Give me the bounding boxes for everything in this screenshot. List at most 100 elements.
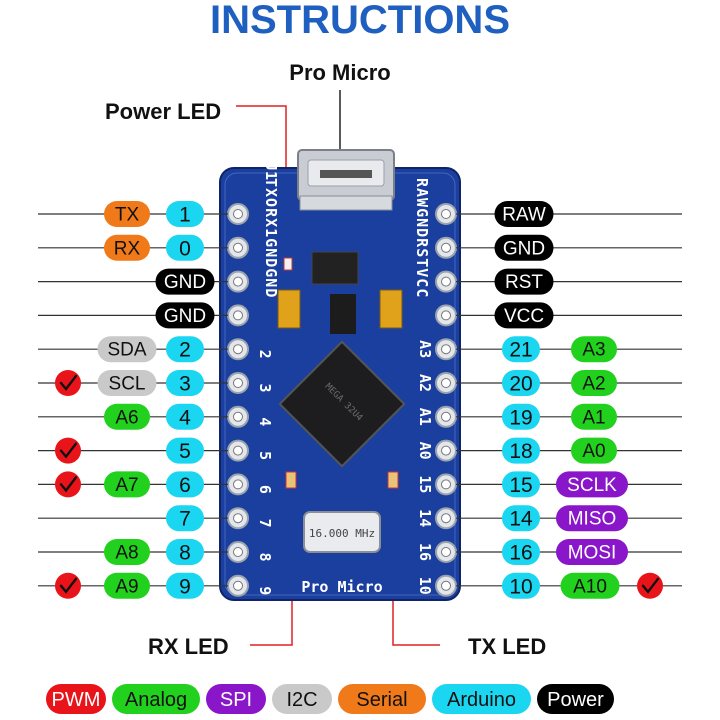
legend-swatch [112, 684, 200, 714]
right-pwm-check [637, 572, 663, 599]
right-arduino-pin: 20 [502, 370, 540, 396]
right-pin-tag-text: VCC [504, 306, 544, 327]
capacitor-right [379, 289, 403, 329]
left-pin-tag: TX [104, 201, 150, 227]
right-pin-tag-bg [494, 201, 554, 227]
right-pin-tag: RST [494, 268, 554, 295]
left-arduino-pin-bg [166, 234, 204, 261]
right-arduino-pin-bg [502, 572, 540, 599]
right-pin-row: 19 A1 [502, 403, 617, 430]
left-arduino-pin: 4 [166, 403, 204, 430]
right-pin-tag-bg [571, 336, 617, 363]
right-pin-tag-text: RST [505, 272, 543, 293]
left-pin-tag: A9 [104, 572, 150, 599]
left-pin-row: 1 TX [104, 201, 204, 227]
legend-swatch [206, 684, 266, 714]
right-pin-tag-bg [571, 403, 617, 430]
legend-label: Serial [356, 689, 407, 711]
left-pin-row: 2 SDA [97, 336, 204, 363]
left-arduino-pin-text: 1 [179, 204, 191, 227]
silk-right-label: 10 [416, 577, 434, 595]
left-pin-tag-bg [104, 471, 150, 498]
left-pin-tag-bg [104, 539, 150, 565]
left-arduino-pin: 7 [166, 505, 204, 532]
left-pwm-check [55, 471, 81, 498]
right-arduino-pin-text: 14 [509, 508, 533, 531]
right-arduino-pin: 15 [502, 471, 540, 498]
left-pin-tag-bg [155, 302, 215, 329]
right-arduino-pin-bg [502, 471, 540, 498]
left-arduino-pin-text: 7 [179, 508, 191, 531]
right-arduino-pin: 10 [502, 572, 540, 599]
right-pin-tag-text: A0 [582, 441, 605, 462]
left-arduino-pin-text: 6 [179, 474, 191, 497]
left-pin-row: 7 [166, 505, 204, 532]
left-pin-tag-bg [104, 201, 150, 227]
right-arduino-pin-text: 21 [509, 339, 532, 362]
right-pin-tag: RAW [494, 201, 554, 227]
left-pin-tag: A6 [104, 403, 150, 430]
left-pwm-check [55, 370, 81, 396]
left-pin-tag: SDA [97, 336, 157, 363]
left-pin-tag: RX [104, 234, 150, 261]
right-pin-tag-bg [494, 302, 554, 329]
right-pin-tag: MISO [556, 505, 628, 532]
legend-label: Analog [125, 689, 187, 711]
silk-left: TXORX1GNDGND [262, 178, 280, 298]
right-arduino-pin-text: 20 [509, 373, 532, 396]
right-arduino-pin-text: 18 [509, 440, 532, 463]
right-pin-tag-bg [494, 268, 554, 295]
left-pin-tag-bg [97, 336, 157, 363]
right-arduino-pin: 19 [502, 403, 540, 430]
silk-right-label: A2 [416, 374, 434, 392]
left-arduino-pin-text: 0 [179, 237, 191, 260]
left-arduino-pin: 5 [166, 437, 204, 464]
left-arduino-pin-bg [166, 370, 204, 396]
silk-right-label: A1 [416, 408, 434, 426]
right-pin-row: GND [494, 234, 554, 261]
left-pin-tag-bg [104, 403, 150, 430]
left-arduino-pin-text: 5 [179, 440, 191, 463]
right-pin-tag: VCC [494, 302, 554, 329]
left-pin-tag-text: A7 [115, 475, 138, 496]
left-arduino-pin-bg [166, 572, 204, 599]
left-pin-row: 9 A9 [55, 572, 204, 599]
right-pin-tag-text: MISO [568, 509, 617, 530]
left-arduino-pin: 8 [166, 539, 204, 565]
left-pwm-check [55, 572, 81, 599]
regulator-chip [311, 251, 359, 285]
left-pin-tag-text: GND [164, 306, 206, 327]
left-arduino-pin-text: 9 [179, 575, 191, 598]
right-arduino-pin-text: 15 [509, 474, 532, 497]
right-pin-row: RAW [494, 201, 554, 227]
legend-power: Power [537, 684, 614, 714]
left-arduino-pin: 6 [166, 471, 204, 498]
right-pin-tag-text: A1 [582, 407, 605, 428]
right-pin-row: 18 A0 [502, 437, 617, 464]
legend-label: PWM [52, 689, 101, 711]
silk-left-num: 9 [256, 586, 274, 595]
right-arduino-pin-bg [502, 505, 540, 532]
right-arduino-pin: 16 [502, 539, 540, 565]
legend-label: SPI [220, 689, 252, 711]
silk-right-label: 14 [416, 509, 434, 527]
right-pin-tag-bg [556, 505, 628, 532]
left-pin-tag-text: RX [114, 238, 141, 259]
right-arduino-pin: 21 [502, 336, 540, 363]
left-arduino-pin: 2 [166, 336, 204, 363]
left-pin-tag-text: A9 [115, 576, 138, 597]
right-arduino-pin-bg [502, 370, 540, 396]
silk-right-label: 16 [416, 543, 434, 561]
left-arduino-pin-bg [166, 505, 204, 532]
right-arduino-pin-text: 10 [509, 575, 532, 598]
right-arduino-pin-text: 19 [509, 406, 532, 429]
pro-micro-label: Pro Micro [289, 60, 390, 85]
silk-j1: J1 [262, 162, 280, 180]
left-pin-row: GND [155, 268, 215, 295]
right-arduino-pin-bg [502, 336, 540, 363]
